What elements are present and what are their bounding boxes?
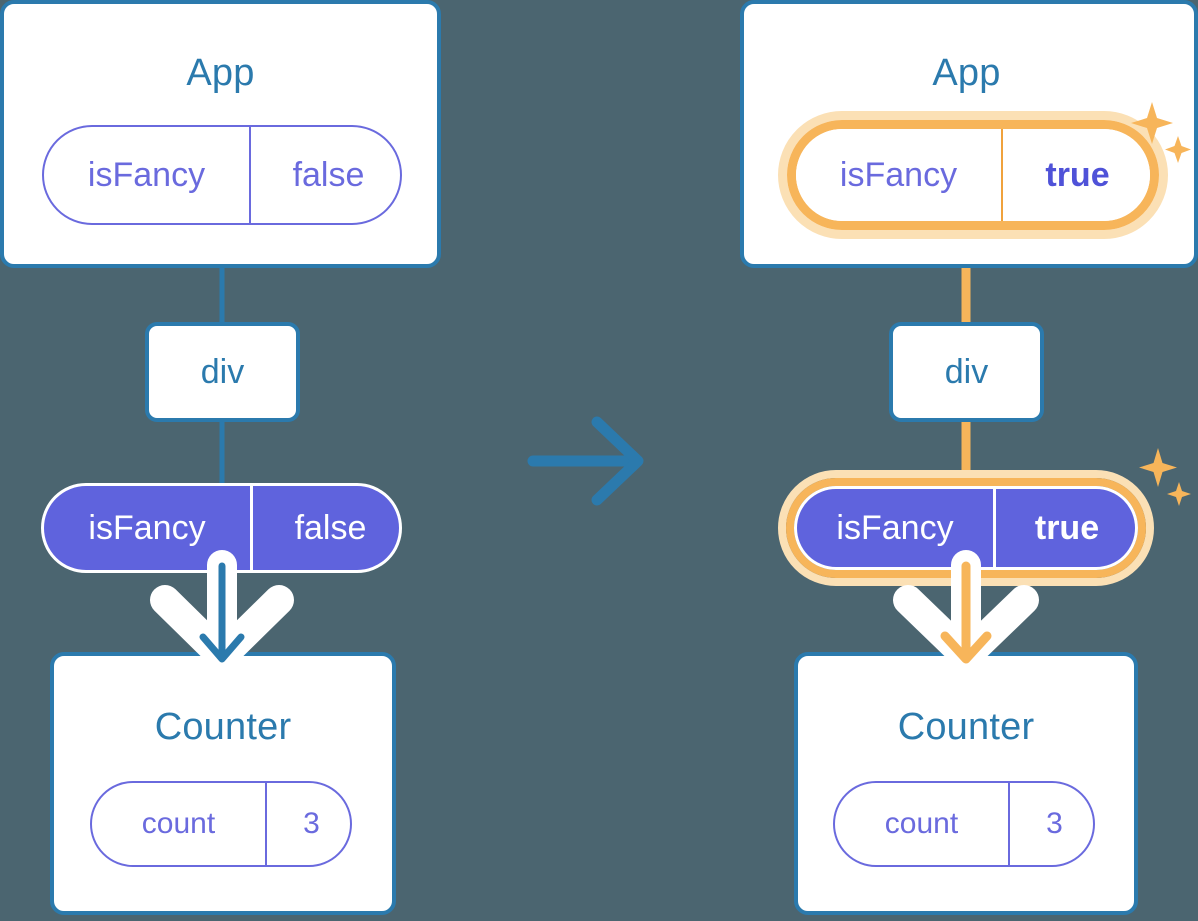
prop-pill-name-before: isFancy: [88, 508, 206, 547]
app-title-after: App: [932, 52, 1001, 94]
sparkle-large-icon: [1139, 448, 1177, 487]
prop-pill-value-after: true: [993, 489, 1135, 567]
counter-state-name-before: count: [141, 807, 216, 840]
prop-flow-arrow-before: [199, 562, 245, 663]
prop-pill-after[interactable]: isFancy true: [794, 486, 1138, 570]
counter-title-after: Counter: [897, 706, 1035, 748]
div-element-box-after: div: [889, 322, 1044, 422]
app-state-pill-before[interactable]: isFancy false: [42, 125, 402, 225]
app-state-pill-after[interactable]: isFancy true: [796, 129, 1150, 221]
div-element-label-after: div: [944, 352, 989, 391]
prop-flow-arrow-after: [940, 561, 992, 664]
app-state-name-before: isFancy: [87, 155, 206, 194]
prop-pill-before[interactable]: isFancy false: [41, 483, 402, 573]
transition-arrow: [527, 416, 644, 506]
counter-state-value-after: 3: [1008, 783, 1093, 865]
prop-flow-chevron-after: [893, 550, 1039, 671]
div-element-label-before: div: [200, 352, 245, 391]
prop-pill-value-before: false: [250, 486, 399, 570]
app-state-value-after: true: [1001, 129, 1150, 221]
app-state-name-after: isFancy: [839, 155, 958, 194]
counter-state-pill-before[interactable]: count 3: [90, 781, 352, 867]
sparkle-small-icon: [1167, 482, 1191, 506]
sparkles-prop-after: [1139, 448, 1191, 506]
counter-state-pill-after[interactable]: count 3: [833, 781, 1095, 867]
counter-title-before: Counter: [154, 706, 292, 748]
div-element-box-before: div: [145, 322, 300, 422]
app-title-before: App: [186, 52, 255, 94]
counter-state-name-after: count: [884, 807, 959, 840]
prop-flow-chevron-before: [150, 550, 294, 671]
prop-pill-name-after: isFancy: [836, 508, 954, 547]
counter-state-value-before: 3: [265, 783, 350, 865]
app-state-value-before: false: [249, 127, 400, 223]
